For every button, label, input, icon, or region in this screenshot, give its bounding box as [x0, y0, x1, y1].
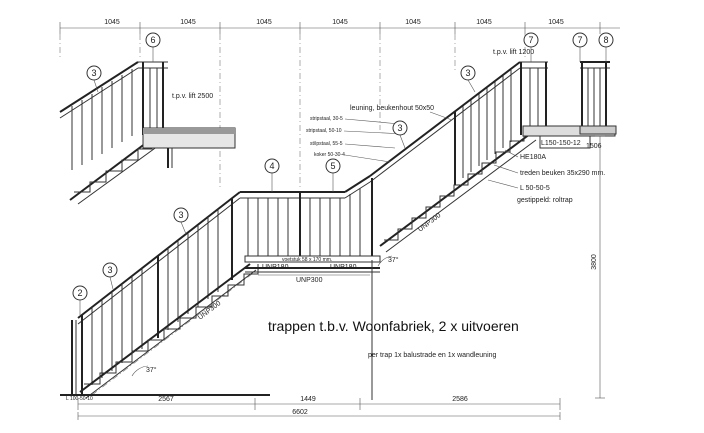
main-stair-left-flight: UNP300 37° [77, 191, 261, 399]
bottom-dim-2: 1449 [300, 396, 316, 403]
bubble-6: 6 [145, 32, 161, 48]
svg-text:3: 3 [465, 68, 470, 78]
bottom-dimension-chain: 2567 1449 2586 6602 [77, 396, 561, 420]
bubble-2: 2 [72, 285, 88, 301]
top-dim-6: 1045 [476, 19, 492, 26]
top-dimension-chain: 1045 1045 1045 1045 1045 1045 1045 [59, 19, 620, 190]
top-dim-3: 1045 [256, 19, 272, 26]
upper-left-stair: t.p.v. lift 2500 [59, 61, 236, 205]
bubble-3-left: 3 [102, 262, 118, 278]
label-leuning: leuning, beukenhout 50x50 [350, 105, 434, 112]
label-rvs: voetstuk 58 x 170 mm. [282, 257, 332, 263]
label-l150-sub: 1506 [586, 143, 602, 150]
bubble-3-right2: 3 [173, 207, 189, 223]
svg-text:3: 3 [178, 210, 183, 220]
drawing-subtitle: per trap 1x balustrade en 1x wandleuning [368, 352, 497, 359]
angle-left: 37° [146, 366, 157, 374]
annotation-labels: leuning, beukenhout 50x50 stripstaal, 30… [306, 105, 453, 163]
label-stripstaal-30: stripstaal, 30-5 [310, 116, 343, 122]
svg-text:2: 2 [77, 288, 82, 298]
bubble-3-mid: 3 [392, 120, 408, 136]
top-dim-5: 1045 [405, 19, 421, 26]
bubble-5: 5 [325, 158, 341, 174]
main-stair-right-flight: UNP300 37° [371, 212, 442, 400]
label-floor-ref: L 100-50-10 [66, 396, 93, 402]
svg-text:3: 3 [397, 123, 402, 133]
bottom-dim-3: 2586 [452, 396, 468, 403]
bubble-7a: 7 [523, 32, 539, 48]
section-detail [579, 61, 617, 135]
label-koker: koker 50-30-4 [314, 152, 345, 158]
label-unp300-mid: UNP300 [296, 277, 323, 284]
label-gestippeld: gestippeld: roltrap [517, 197, 573, 204]
svg-text:7: 7 [577, 35, 582, 45]
drawing-title: trappen t.b.v. Woonfabriek, 2 x uitvoere… [268, 318, 519, 334]
height-dimension: 3800 [591, 135, 605, 399]
label-stripstaal-50: stripstaal, 50-10 [306, 128, 342, 134]
upper-right-stair: t.p.v. lift 1200 [369, 49, 616, 253]
svg-text:6: 6 [150, 35, 155, 45]
label-he180a: HE180A [520, 154, 546, 161]
total-dim: 6602 [292, 409, 308, 416]
svg-text:8: 8 [603, 35, 608, 45]
bubble-4: 4 [264, 158, 280, 174]
top-dim-7: 1045 [548, 19, 564, 26]
label-treden: treden beuken 35x290 mm. [520, 170, 605, 177]
bubble-3-topleft: 3 [86, 65, 102, 81]
label-l150: L150-150-12 [541, 140, 581, 147]
height-dim-value: 3800 [591, 254, 598, 270]
top-dim-4: 1045 [332, 19, 348, 26]
label-lift-1200: t.p.v. lift 1200 [493, 49, 534, 56]
bubble-7b: 7 [572, 32, 588, 48]
bubble-3-right: 3 [460, 65, 476, 81]
svg-text:3: 3 [107, 265, 112, 275]
bubble-8: 8 [598, 32, 614, 48]
middle-landing: UNP180 UNP180 voetstuk 58 x 170 mm. UNP3… [240, 175, 381, 284]
label-unp180-left: UNP180 [262, 264, 289, 271]
svg-text:7: 7 [528, 35, 533, 45]
label-unp300-left: UNP300 [197, 300, 222, 322]
label-lift-2500: t.p.v. lift 2500 [172, 93, 213, 100]
top-dim-2: 1045 [180, 19, 196, 26]
svg-text:5: 5 [330, 161, 335, 171]
label-unp180-right: UNP180 [330, 264, 357, 271]
svg-text:3: 3 [91, 68, 96, 78]
label-strips-55: st/ipstaal, 55-5 [310, 141, 343, 147]
top-dim-1: 1045 [104, 19, 120, 26]
angle-right: 37° [388, 256, 399, 264]
bottom-dim-1: 2567 [158, 396, 174, 403]
label-l50: L 50-50-5 [520, 185, 550, 192]
svg-text:4: 4 [269, 161, 274, 171]
